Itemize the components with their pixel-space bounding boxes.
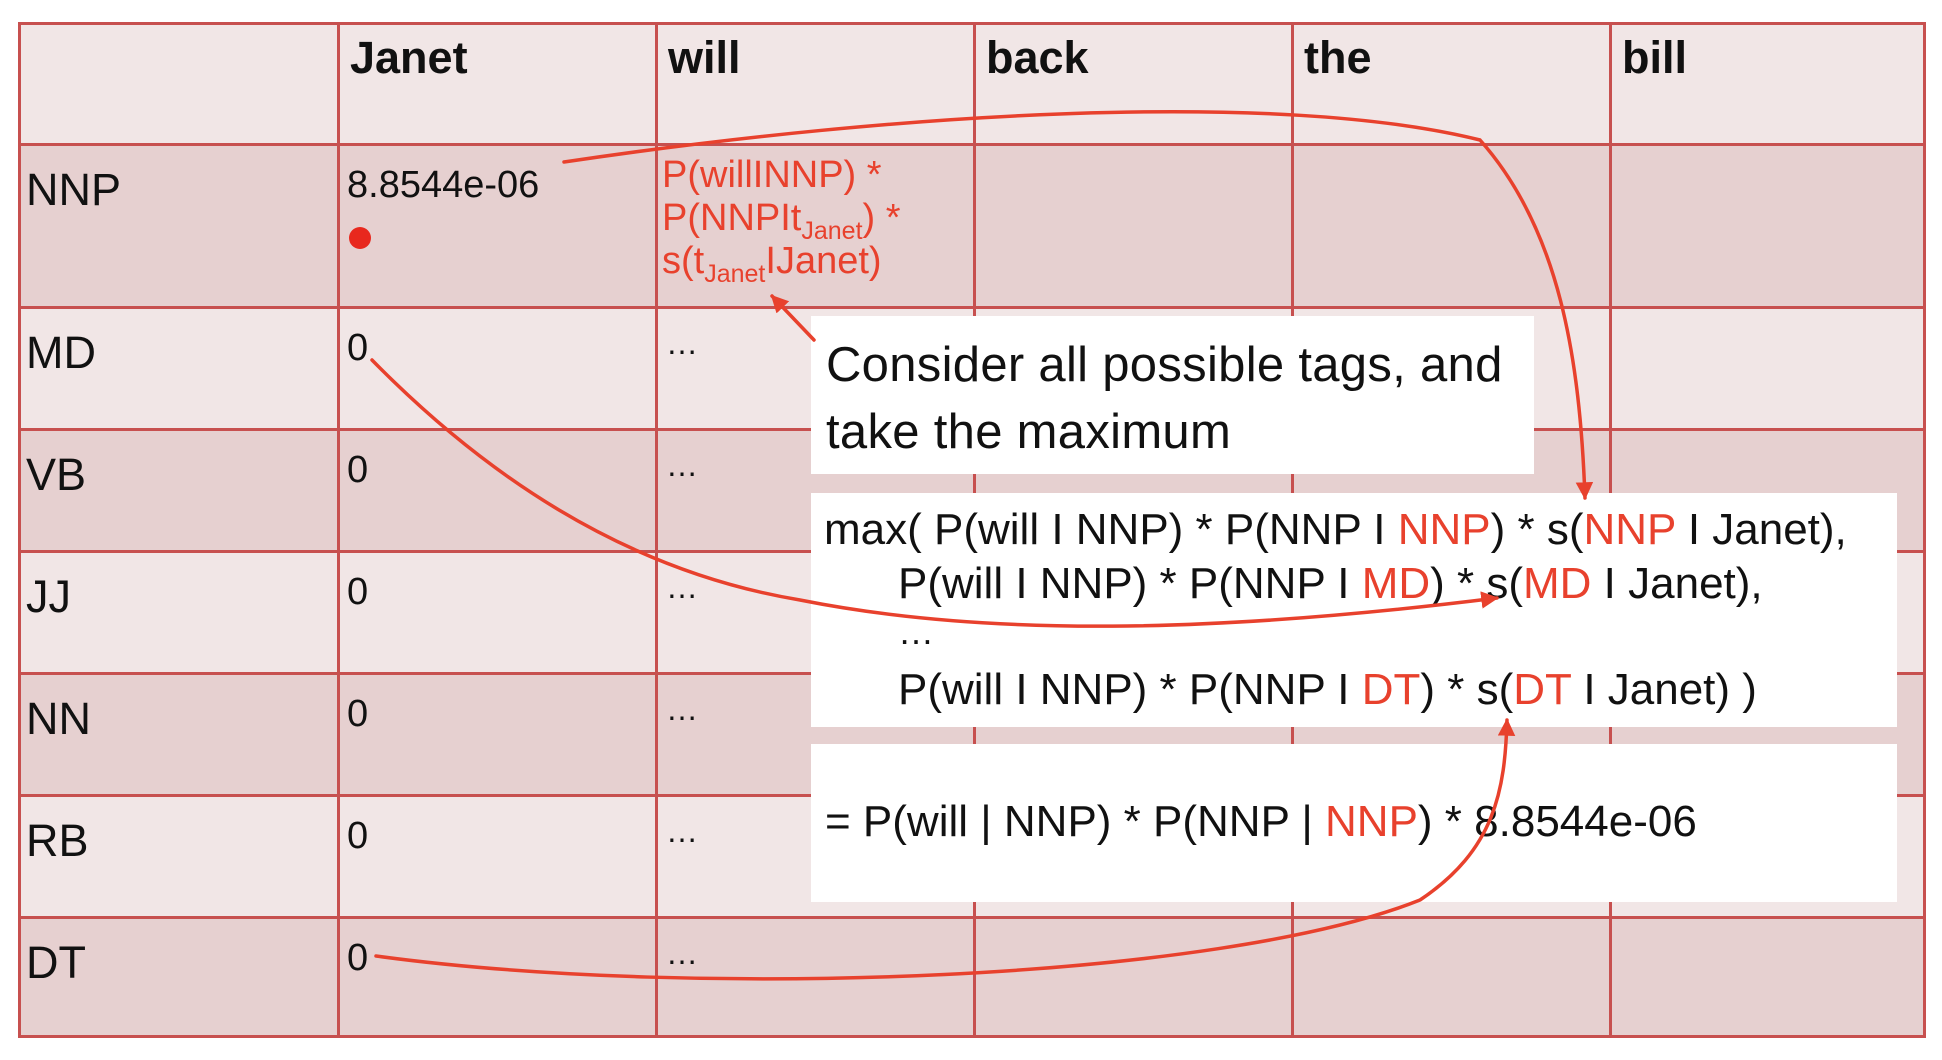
result-segment: NNP <box>1325 797 1418 846</box>
row-tag: NN <box>26 693 91 744</box>
max-line-dt: P(will I NNP) * P(NNP I DT) * s(DT I Jan… <box>898 665 1757 715</box>
callout-line: Consider all possible tags, and <box>826 338 1503 392</box>
expression-segment: I Janet) ) <box>1571 665 1757 714</box>
expression-segment: NNP <box>1583 505 1676 554</box>
max-line-md: P(will I NNP) * P(NNP I MD) * s(MD I Jan… <box>898 559 1763 609</box>
expression-segment: MD <box>1523 559 1592 608</box>
cell-value: 8.8544e-06 <box>347 164 540 206</box>
grid-line <box>337 22 340 1038</box>
row-tag: DT <box>26 937 86 988</box>
expression-segment: max( P(will I NNP) * P(NNP I <box>824 505 1398 554</box>
expression-segment: I Janet), <box>1591 559 1763 608</box>
start-dot-marker <box>349 227 371 249</box>
callout-text: Consider all possible tags, and take the… <box>826 332 1503 466</box>
callout-line: take the maximum <box>826 405 1232 459</box>
formula-line: P(NNPItJanet) * <box>662 197 901 245</box>
cell-value: 0 <box>347 815 369 857</box>
result-segment: ) * 8.8544e-06 <box>1417 797 1697 846</box>
expression-segment: P(will I NNP) * P(NNP I <box>898 665 1362 714</box>
formula-line: s(tJanetIJanet) <box>662 240 882 288</box>
row-tag: JJ <box>26 571 71 622</box>
expression-segment: MD <box>1361 559 1431 608</box>
row-tag: RB <box>26 815 89 866</box>
formula-line: P(willINNP) * <box>662 154 882 196</box>
row-tag: MD <box>26 327 96 378</box>
expression-segment: DT <box>1513 665 1572 714</box>
corner-cell <box>18 22 338 144</box>
expression-segment: ) * s( <box>1430 559 1524 608</box>
expression-segment: I Janet), <box>1675 505 1847 554</box>
result-segment: = P(will | NNP) * P(NNP | <box>825 797 1326 846</box>
result-box: = P(will | NNP) * P(NNP | NNP) * 8.8544e… <box>811 744 1897 902</box>
max-expression-box: max( P(will I NNP) * P(NNP I NNP) * s(NN… <box>811 493 1897 727</box>
column-header: bill <box>1610 22 1926 144</box>
cell-value: 0 <box>347 449 369 491</box>
cell-value: 0 <box>347 693 369 735</box>
max-line-nnp: max( P(will I NNP) * P(NNP I NNP) * s(NN… <box>824 505 1847 555</box>
expression-segment: NNP <box>1397 505 1491 554</box>
table-border <box>18 22 1926 1038</box>
expression-segment: DT <box>1361 665 1421 714</box>
cell-value: 0 <box>347 571 369 613</box>
cell-value: 0 <box>347 327 369 369</box>
cell-formula: P(willINNP) * P(NNPItJanet) * s(tJanetIJ… <box>662 154 901 288</box>
expression-segment: P(will I NNP) * P(NNP I <box>898 559 1362 608</box>
row-tag: NNP <box>26 164 122 215</box>
max-line-ellipsis: … <box>898 611 934 652</box>
cell-value: 0 <box>347 937 369 979</box>
expression-segment: ) * s( <box>1490 505 1584 554</box>
callout-box: Consider all possible tags, and take the… <box>811 316 1534 474</box>
row-tag: VB <box>26 449 87 500</box>
result-expression: = P(will | NNP) * P(NNP | NNP) * 8.8544e… <box>825 797 1697 847</box>
expression-segment: ) * s( <box>1420 665 1514 714</box>
